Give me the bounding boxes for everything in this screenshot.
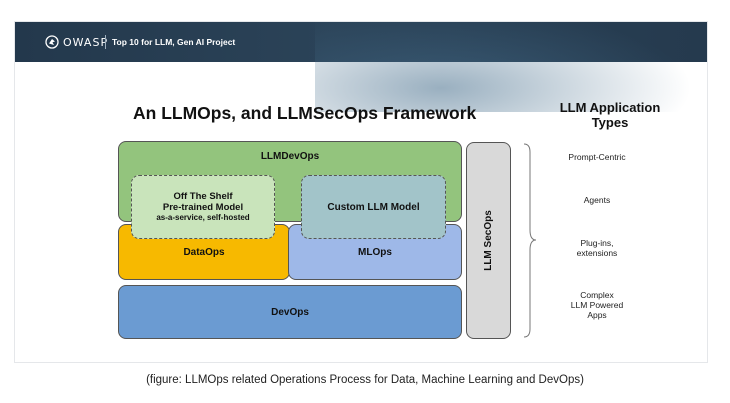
app-type-complex-line1: Complex [580, 290, 614, 300]
app-type-agents: Agents [583, 195, 611, 205]
offshelf-line3: as-a-service, self-hosted [156, 213, 250, 222]
llmdevops-label: LLMDevOps [260, 151, 320, 162]
app-type-prompt-centric: Prompt-Centric [568, 152, 626, 162]
devops-label: DevOps [271, 306, 309, 318]
app-type-plugins-line2: extensions [576, 248, 618, 258]
app-type-complex-line2: LLM Powered [570, 300, 624, 310]
header-separator [105, 35, 106, 49]
offshelf-line2: Pre-trained Model [162, 202, 244, 213]
app-types-title-line2: Types [591, 115, 629, 130]
custom-model-label: Custom LLM Model [327, 201, 420, 213]
app-types-title-line1: LLM Application [559, 100, 661, 115]
dataops-label: DataOps [183, 246, 225, 258]
llm-secops-block: LLM SecOps [466, 142, 511, 339]
app-types-title: LLM Application Types [540, 100, 680, 130]
llm-secops-label: LLM SecOps [483, 210, 495, 271]
owasp-logo-text: OWASP [63, 35, 109, 49]
app-type-complex: Complex LLM Powered Apps [535, 290, 659, 320]
owasp-logo: OWASP [45, 34, 108, 50]
mlops-label: MLOps [358, 246, 392, 258]
app-type-plugins-line1: Plug-ins, [580, 238, 614, 248]
header-bar: OWASP Top 10 for LLM, Gen AI Project [15, 22, 707, 112]
owasp-logo-icon [45, 35, 59, 49]
custom-llm-model-block: Custom LLM Model [301, 175, 446, 239]
app-type-complex-line3: Apps [587, 310, 607, 320]
header-decoration [315, 22, 707, 112]
devops-block: DevOps [118, 285, 462, 339]
slide-frame: OWASP Top 10 for LLM, Gen AI Project An … [14, 21, 708, 363]
curly-brace [523, 143, 537, 338]
framework-title: An LLMOps, and LLMSecOps Framework [133, 103, 477, 123]
offshelf-line1: Off The Shelf [173, 191, 233, 202]
figure-caption: (figure: LLMOps related Operations Proce… [146, 374, 584, 386]
project-title: Top 10 for LLM, Gen AI Project [112, 37, 236, 47]
app-type-plugins: Plug-ins, extensions [535, 238, 659, 258]
off-the-shelf-model-block: Off The Shelf Pre-trained Model as-a-ser… [131, 175, 275, 239]
